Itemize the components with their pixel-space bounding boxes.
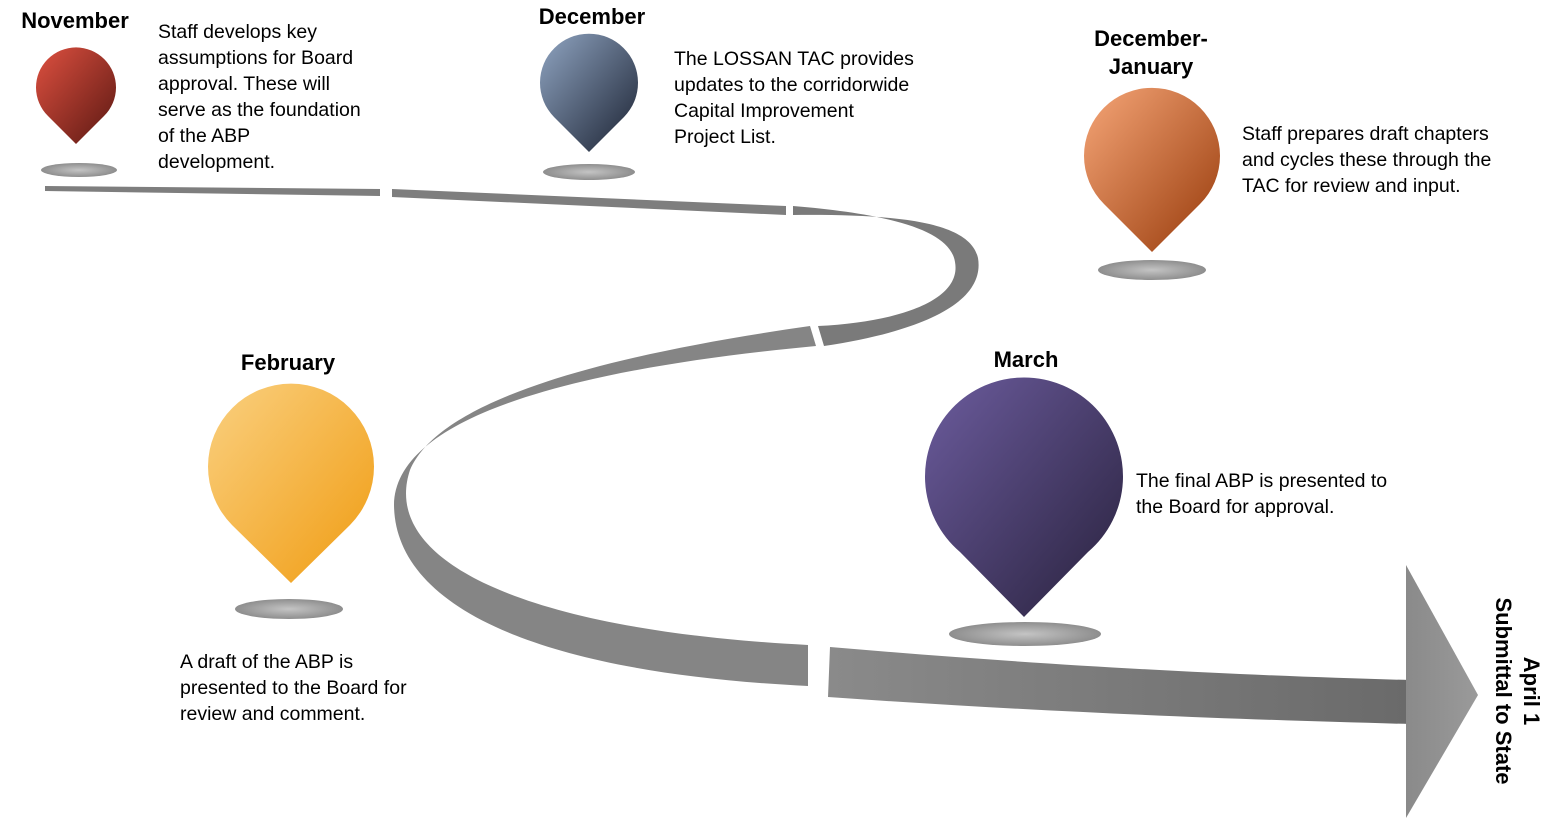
description-march: The final ABP is presented to the Board … [1136,470,1387,518]
description-november: Staff develops key assumptions for Board… [158,21,361,173]
pin-march-marker-icon [924,377,1123,617]
description-line: updates to the corridorwide [674,74,909,96]
description-line: presented to the Board for [180,677,407,699]
pin-shadow-march [949,622,1101,646]
description-december-january: Staff prepares draft chapters and cycles… [1242,123,1491,197]
pin-november-marker-icon [36,47,117,144]
description-line: Capital Improvement [674,100,854,122]
timeline-road [45,186,1478,818]
pin-shadow-december-january [1098,260,1206,280]
description-line: the Board for approval. [1136,496,1334,518]
pin-shadow-december [543,164,635,180]
pins [36,33,1220,617]
title-december-january-line-2: January [1109,54,1194,79]
description-line: TAC for review and input. [1242,175,1461,197]
title-march: March [994,347,1059,372]
description-line: Project List. [674,126,776,148]
road-arrowhead [1406,565,1478,818]
road-segment-1 [45,186,380,196]
description-line: The LOSSAN TAC provides [674,48,914,70]
road-segment-5 [828,647,1410,724]
description-line: The final ABP is presented to [1136,470,1387,492]
description-line: development. [158,151,275,173]
description-line: A draft of the ABP is [180,651,353,673]
description-december: The LOSSAN TAC provides updates to the c… [674,48,914,148]
pin-shadow-february [235,599,343,619]
description-line: assumptions for Board [158,47,353,69]
road-segment-2 [392,189,786,215]
description-line: and cycles these through the [1242,149,1491,171]
end-label-line-2: Submittal to State [1491,597,1516,784]
title-december: December [539,4,646,29]
title-november: November [21,8,129,33]
milestone-titles: November December December- January Febr… [21,4,1208,375]
description-line: approval. These will [158,73,330,95]
road-segment-3 [793,206,979,346]
end-label-line-1: April 1 [1519,657,1544,725]
title-december-january-line-1: December- [1094,26,1208,51]
description-february: A draft of the ABP is presented to the B… [180,651,407,725]
pin-shadow-november [41,163,117,177]
description-line: Staff develops key [158,21,317,43]
description-line: review and comment. [180,703,365,725]
pin-december-marker-icon [540,33,638,152]
description-line: serve as the foundation [158,99,361,121]
end-label: April 1 Submittal to State [1491,597,1544,784]
pin-february-marker-icon [208,383,374,583]
pin-december-january-marker-icon [1084,87,1220,252]
milestone-descriptions: Staff develops key assumptions for Board… [158,21,1491,725]
road-segment-4 [394,326,816,686]
title-february: February [241,350,336,375]
description-line: Staff prepares draft chapters [1242,123,1489,145]
pin-shadows [41,163,1206,646]
description-line: of the ABP [158,125,250,147]
